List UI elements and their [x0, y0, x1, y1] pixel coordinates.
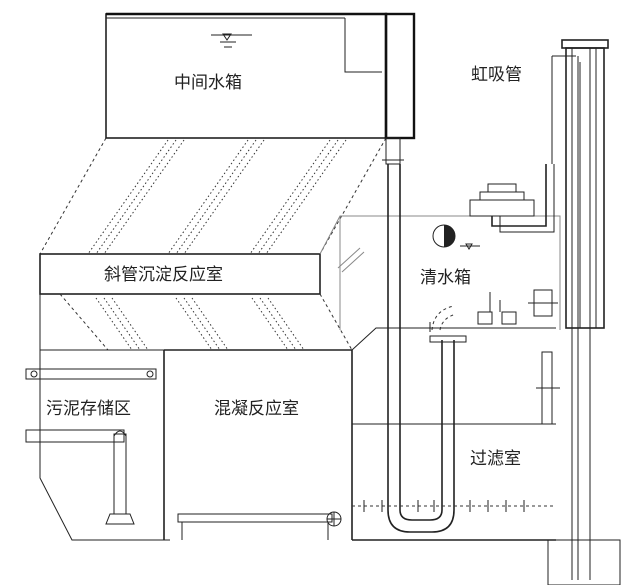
level-gauge-icon	[432, 224, 456, 248]
intermediate-tank	[105, 12, 416, 140]
label-sludge-storage: 污泥存储区	[46, 399, 131, 419]
coagulation-chamber	[164, 349, 353, 540]
water-level-icon	[211, 33, 252, 48]
inclined-tube-chamber	[39, 253, 321, 295]
lower-inclined-tubes	[39, 293, 353, 351]
sludge-storage	[25, 349, 170, 541]
filter-chamber	[351, 289, 560, 541]
label-intermediate-tank: 中间水箱	[174, 73, 242, 93]
label-clear-water-tank: 清水箱	[420, 268, 471, 288]
label-siphon: 虹吸管	[471, 65, 522, 85]
siphon-pipe	[547, 39, 621, 585]
label-inclined-tube-chamber: 斜管沉淀反应室	[104, 265, 223, 285]
label-coagulation-chamber: 混凝反应室	[214, 399, 299, 419]
clear-water-tank	[319, 164, 561, 332]
upper-dashed-frame	[39, 137, 387, 255]
central-downcomer	[382, 137, 467, 533]
filter-nozzle-row	[363, 500, 525, 512]
label-filter-chamber: 过滤室	[470, 449, 521, 469]
